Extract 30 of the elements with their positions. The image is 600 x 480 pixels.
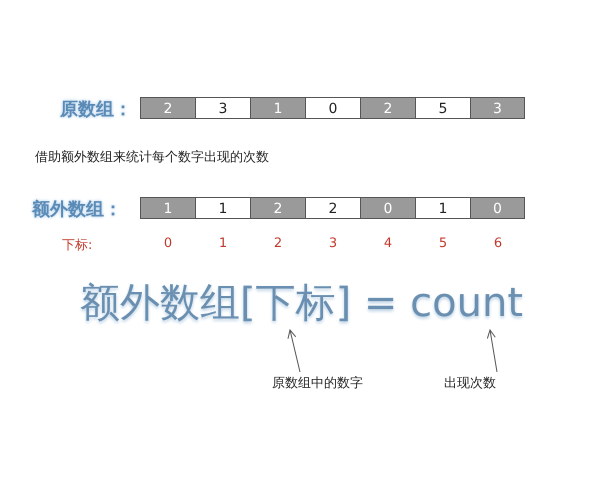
- array-cell: 1: [195, 197, 251, 219]
- array-cell: 2: [305, 197, 361, 219]
- note-text: 借助额外数组来统计每个数字出现的次数: [35, 149, 269, 166]
- leader-line: [287, 330, 300, 372]
- index-heading: 下标:: [62, 237, 92, 254]
- formula-text: 额外数组[下标] = count: [80, 276, 524, 330]
- callout-text: 原数组中的数字: [272, 374, 363, 392]
- index-number: 0: [162, 236, 174, 251]
- array-cell: 3: [470, 97, 525, 119]
- leader-line: [486, 330, 498, 372]
- index-number: 1: [218, 236, 228, 251]
- row-heading: 原数组：: [60, 98, 132, 121]
- array-cell: 0: [305, 97, 361, 119]
- array-cell: 0: [360, 197, 416, 219]
- array-cell: 1: [140, 197, 196, 219]
- array-cell: 2: [140, 97, 196, 119]
- row-heading: 额外数组：: [32, 198, 122, 221]
- index-number: 3: [328, 236, 338, 251]
- array-cell: 0: [470, 197, 525, 219]
- array-cell: 1: [250, 97, 306, 119]
- index-number: 2: [272, 236, 284, 251]
- index-number: 4: [382, 236, 394, 251]
- array-cell: 3: [195, 97, 251, 119]
- callout-text: 出现次数: [444, 374, 496, 392]
- array-cell: 1: [415, 197, 471, 219]
- array-cell: 2: [250, 197, 306, 219]
- index-number: 6: [492, 236, 504, 251]
- array-cell: 2: [360, 97, 416, 119]
- index-number: 5: [438, 236, 448, 251]
- array-cell: 5: [415, 97, 471, 119]
